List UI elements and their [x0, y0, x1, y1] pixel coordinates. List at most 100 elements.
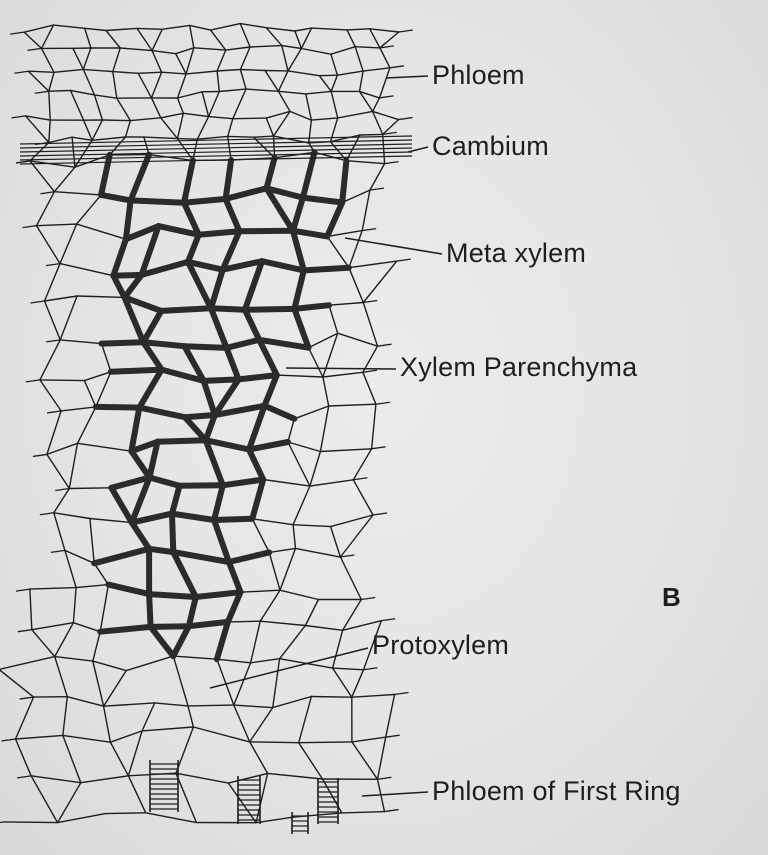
cell-wall: [102, 705, 112, 743]
cell-wall: [248, 741, 300, 744]
cell-wall: [93, 94, 104, 121]
xylem-walls: [91, 149, 352, 663]
cell-wall: [40, 47, 55, 74]
cell-wall: [279, 547, 297, 591]
cell-wall: [124, 119, 132, 138]
cell-wall: [216, 70, 221, 93]
xylem-cell-wall: [291, 305, 312, 351]
xylem-cell-wall: [192, 589, 244, 600]
xylem-cell-wall: [146, 438, 161, 481]
cell-wall: [150, 71, 163, 99]
cell-wall: [72, 47, 85, 71]
xylem-cell-wall: [211, 517, 232, 565]
cell-wall: [76, 442, 133, 452]
cell-wall: [309, 450, 322, 487]
edge-wall: [55, 487, 70, 492]
cell-wall: [273, 151, 316, 159]
xylem-cell-wall: [128, 438, 161, 455]
cell-wall: [48, 71, 55, 92]
xylem-cell-wall: [108, 474, 153, 491]
cell-wall: [227, 782, 257, 824]
cell-wall: [29, 160, 76, 168]
cell-wall: [160, 112, 185, 119]
cell-wall: [66, 696, 105, 707]
cell-wall: [378, 67, 391, 99]
edge-wall: [22, 225, 37, 229]
cell-wall: [105, 29, 121, 49]
cell-wall: [54, 622, 75, 658]
xylem-cell-wall: [158, 366, 207, 384]
cell-wall: [48, 119, 51, 144]
cell-wall: [265, 110, 291, 119]
cell-wall: [330, 53, 339, 76]
cell-wall: [53, 68, 85, 74]
cell-wall: [69, 89, 85, 121]
cell-wall: [56, 812, 107, 824]
xylem-cell-wall: [181, 195, 229, 206]
cell-wall: [0, 655, 56, 670]
cell-wall: [319, 405, 330, 453]
cell-wall: [46, 453, 71, 490]
cell-wall: [104, 812, 147, 815]
xylem-cell-wall: [169, 482, 183, 517]
xylem-cell-wall: [219, 258, 265, 273]
cell-wall: [310, 117, 339, 121]
cell-wall: [293, 405, 330, 420]
leader-line: [407, 146, 429, 153]
xylem-cell-wall: [263, 185, 296, 234]
xylem-cell-wall: [108, 484, 135, 526]
cell-wall: [305, 93, 313, 121]
xylem-cell-wall: [121, 294, 165, 314]
xylem-cell-wall: [300, 264, 352, 274]
xylem-cell-wall: [181, 343, 207, 384]
cell-wall: [216, 658, 252, 664]
edge-wall: [362, 369, 378, 373]
cell-wall: [232, 117, 267, 120]
cell-wall: [330, 74, 339, 93]
cell-wall: [294, 30, 303, 50]
cell-wall: [23, 31, 43, 50]
cell-wall: [216, 658, 235, 706]
xylem-cell-wall: [208, 305, 248, 313]
xylem-cell-wall: [261, 402, 298, 422]
cell-wall: [71, 136, 76, 168]
cell-wall: [64, 549, 95, 564]
cell-wall: [287, 47, 303, 72]
cell-wall: [255, 816, 295, 824]
cell-wall: [116, 97, 132, 122]
cell-wall: [43, 262, 61, 302]
label-meta-xylem: Meta xylem: [446, 238, 587, 268]
cell-wall: [141, 702, 156, 732]
edge-wall: [353, 477, 368, 481]
cell-wall: [161, 24, 191, 30]
cell-wall: [226, 117, 234, 138]
cell-wall: [322, 371, 364, 378]
xylem-cell-wall: [176, 482, 226, 489]
cell-wall: [175, 772, 198, 824]
edge-wall: [17, 775, 32, 779]
xylem-cell-wall: [105, 581, 153, 598]
cell-wall: [348, 260, 398, 269]
xylem-cell-wall: [140, 307, 165, 346]
cell-wall: [23, 24, 55, 33]
xylem-cell-wall: [219, 476, 267, 489]
xylem-cell-wall: [241, 306, 263, 343]
xylem-cell-wall: [138, 258, 191, 278]
xylem-cell-wall: [200, 377, 218, 418]
cell-wall: [330, 90, 339, 119]
cell-wall: [385, 693, 396, 738]
cell-wall: [187, 705, 195, 728]
cell-wall: [151, 49, 177, 55]
cambium-bands: [19, 135, 413, 165]
cell-wall: [207, 90, 221, 118]
xylem-cell-wall: [107, 366, 165, 375]
cell-wall: [249, 620, 261, 664]
cell-wall: [30, 775, 82, 784]
cell-wall: [68, 442, 79, 490]
cell-wall: [150, 97, 162, 119]
cell-wall: [345, 159, 386, 165]
cell-wall: [75, 194, 102, 225]
cell-wall: [209, 22, 242, 31]
xylem-cell-wall: [110, 271, 145, 279]
xylem-cell-wall: [136, 366, 165, 411]
